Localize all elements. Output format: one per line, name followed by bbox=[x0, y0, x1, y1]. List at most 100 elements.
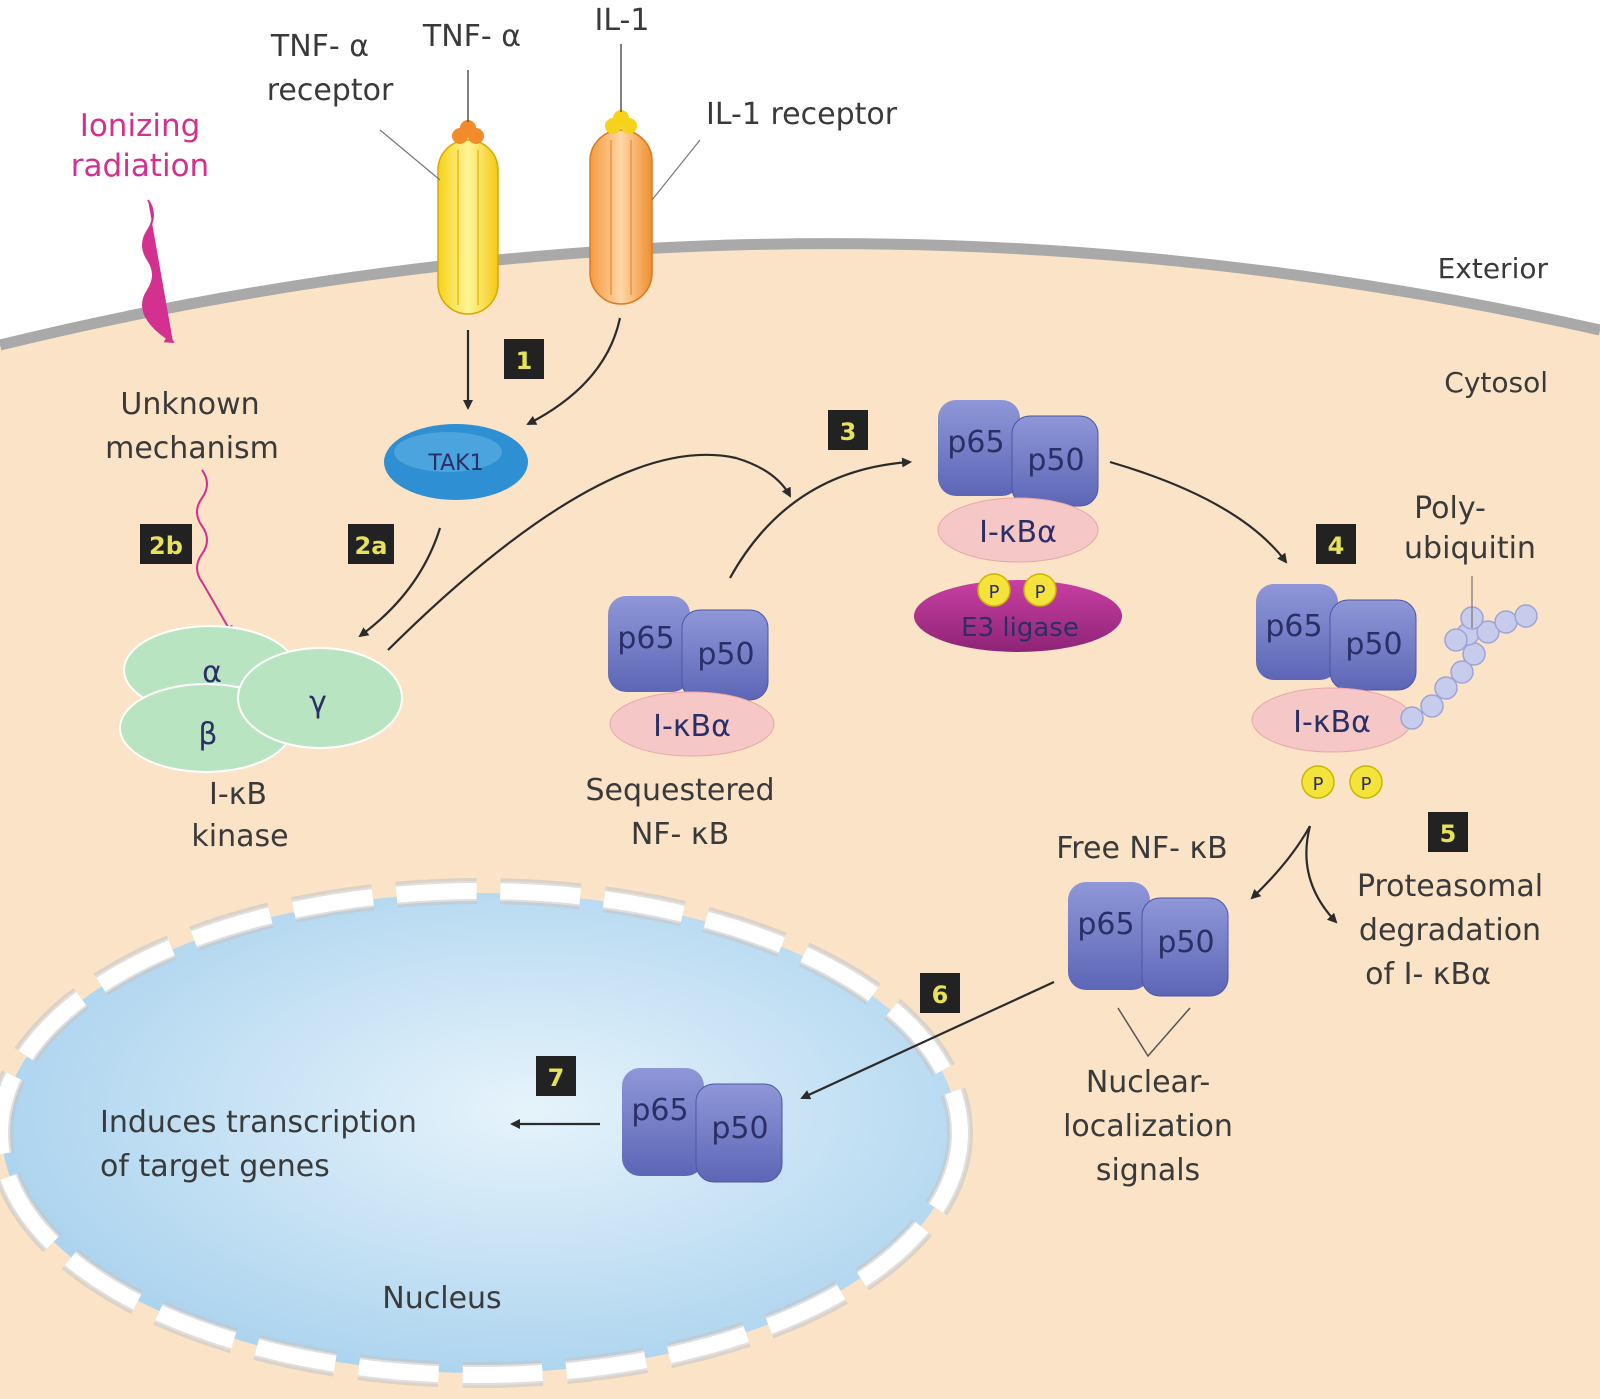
polyubiquitin-label-2: ubiquitin bbox=[1404, 531, 1536, 566]
arrow-complex-to-step4 bbox=[1109, 460, 1288, 564]
svg-text:p50: p50 bbox=[711, 1111, 768, 1146]
proteasomal-label-3: of I- κBα bbox=[1365, 957, 1491, 992]
il1-receptor bbox=[589, 110, 653, 305]
svg-text:p50: p50 bbox=[697, 637, 754, 672]
svg-text:2b: 2b bbox=[149, 532, 183, 560]
p65-subunit bbox=[1256, 584, 1338, 680]
svg-text:5: 5 bbox=[1440, 820, 1457, 848]
p50-subunit bbox=[1141, 897, 1229, 997]
svg-text:α: α bbox=[202, 655, 222, 690]
svg-text:P: P bbox=[1313, 774, 1324, 795]
nls-label-2: localization bbox=[1063, 1109, 1233, 1144]
arrow-il1-to-tak1 bbox=[526, 317, 622, 425]
svg-text:P: P bbox=[1361, 774, 1372, 795]
arrow-tak1-to-kinase bbox=[358, 527, 442, 638]
step-box-5: 5 bbox=[1428, 812, 1468, 852]
svg-text:p65: p65 bbox=[631, 1093, 688, 1128]
free-nfkb-label: Free NF- κB bbox=[1056, 831, 1228, 866]
e3-ligase bbox=[914, 580, 1122, 652]
svg-text:p50: p50 bbox=[1027, 443, 1084, 478]
svg-text:I-κBα: I-κBα bbox=[1293, 705, 1371, 740]
svg-text:6: 6 bbox=[932, 981, 949, 1009]
svg-text:p65: p65 bbox=[617, 621, 674, 656]
phospho-group bbox=[977, 573, 1011, 607]
proteasomal-label: Proteasomal bbox=[1357, 869, 1543, 904]
step-box-2a: 2a bbox=[348, 524, 394, 564]
nucleus-label: Nucleus bbox=[382, 1281, 501, 1316]
svg-text:p65: p65 bbox=[1265, 609, 1322, 644]
nls-label-3: signals bbox=[1096, 1153, 1200, 1188]
radiation-squiggle-1 bbox=[142, 199, 175, 344]
ikb-kinase-label-2: kinase bbox=[191, 819, 288, 854]
svg-text:2a: 2a bbox=[355, 532, 388, 560]
svg-text:p50: p50 bbox=[1157, 925, 1214, 960]
nuclear-nfkb-complex: p65 p50 bbox=[622, 1068, 783, 1183]
ikb-kinase-label: I-κB bbox=[209, 777, 267, 812]
step-box-3: 3 bbox=[828, 410, 868, 450]
sequestered-nfkb-label: Sequestered bbox=[585, 773, 774, 808]
svg-text:P: P bbox=[1035, 582, 1046, 603]
kinase-gamma-subunit bbox=[237, 647, 403, 749]
step-box-7: 7 bbox=[536, 1056, 576, 1096]
p50-subunit bbox=[695, 1083, 783, 1183]
sequestered-nfkb-label-2: NF- κB bbox=[631, 817, 729, 852]
cell-membrane bbox=[0, 238, 1600, 351]
ikba-subunit bbox=[609, 691, 775, 757]
free-nfkb-complex: p65 p50 bbox=[1068, 882, 1229, 997]
radiation-squiggle-2 bbox=[196, 469, 233, 636]
ionizing-radiation-label-2: radiation bbox=[71, 148, 209, 184]
p65-subunit bbox=[608, 596, 690, 692]
svg-text:γ: γ bbox=[309, 685, 327, 720]
svg-text:TAK1: TAK1 bbox=[427, 451, 483, 476]
il1-label: IL-1 bbox=[595, 3, 650, 38]
tnf-receptor bbox=[437, 120, 499, 315]
step-box-2b: 2b bbox=[140, 524, 192, 564]
svg-text:I-κBα: I-κBα bbox=[979, 515, 1057, 550]
svg-text:3: 3 bbox=[840, 418, 857, 446]
nucleus-body bbox=[2, 893, 958, 1373]
tnf-receptor-label-2: receptor bbox=[267, 73, 394, 108]
svg-text:P: P bbox=[989, 582, 1000, 603]
step-box-1: 1 bbox=[504, 339, 544, 379]
phospho-group bbox=[1349, 765, 1383, 799]
cytosol-label: Cytosol bbox=[1444, 366, 1548, 399]
arrow-sequestered-to-complex bbox=[729, 457, 912, 579]
svg-text:E3 ligase: E3 ligase bbox=[961, 613, 1079, 643]
arrow-to-free-nfkb bbox=[1250, 825, 1311, 900]
phospho-group bbox=[1023, 573, 1057, 607]
p50-subunit bbox=[1329, 599, 1417, 691]
polyubiquitin-label: Poly- bbox=[1414, 491, 1486, 526]
arrow-to-nucleus bbox=[800, 981, 1055, 1100]
proteasomal-label-2: degradation bbox=[1359, 913, 1541, 948]
p65-subunit bbox=[938, 400, 1020, 496]
svg-text:7: 7 bbox=[548, 1064, 565, 1092]
il1-receptor-label: IL-1 receptor bbox=[706, 97, 898, 132]
p65-subunit bbox=[622, 1068, 704, 1176]
induces-transcription-label-2: of target genes bbox=[100, 1149, 330, 1184]
tnf-alpha-label: TNF- α bbox=[422, 19, 521, 54]
nls-label: Nuclear- bbox=[1086, 1065, 1210, 1100]
tak1-protein: TAK1 bbox=[384, 424, 528, 500]
phosphorylated-complex: E3 ligase p65 p50 I-κBα P P bbox=[914, 400, 1122, 652]
tnf-receptor-label: TNF- α bbox=[270, 29, 369, 64]
svg-text:p65: p65 bbox=[947, 425, 1004, 460]
svg-text:1: 1 bbox=[516, 347, 533, 375]
svg-text:β: β bbox=[198, 717, 217, 752]
step-box-4: 4 bbox=[1316, 524, 1356, 564]
svg-text:I-κBα: I-κBα bbox=[653, 709, 731, 744]
arrow-kinase-to-step3 bbox=[387, 453, 791, 651]
unknown-mechanism-label-2: mechanism bbox=[105, 431, 279, 466]
sequestered-nfkb-complex: p65 p50 I-κBα bbox=[608, 596, 775, 757]
svg-text:p65: p65 bbox=[1077, 907, 1134, 942]
svg-text:p50: p50 bbox=[1345, 627, 1402, 662]
ubiquitinated-complex: p65 p50 I-κBα P P bbox=[1251, 576, 1538, 799]
ionizing-radiation-label: Ionizing bbox=[80, 108, 201, 144]
phospho-group bbox=[1301, 765, 1335, 799]
unknown-mechanism-label: Unknown bbox=[120, 387, 259, 422]
exterior-label: Exterior bbox=[1438, 252, 1549, 285]
step-box-6: 6 bbox=[920, 973, 960, 1013]
arrow-to-proteasome bbox=[1305, 825, 1338, 924]
svg-text:4: 4 bbox=[1328, 532, 1345, 560]
induces-transcription-label: Induces transcription bbox=[100, 1105, 417, 1140]
